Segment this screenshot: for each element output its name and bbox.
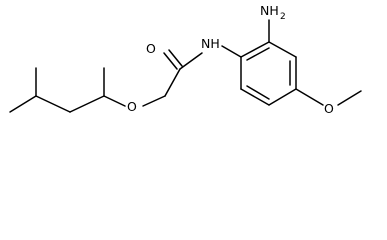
- bond-carbonyl-nitrogen: [179, 52, 203, 70]
- ring-double-bond-top: [246, 47, 270, 61]
- bond-carbonyl-double-b: [168, 49, 183, 67]
- ring-bond-2: [268, 41, 297, 58]
- ring-bond-4: [268, 88, 297, 106]
- bond-ch-oxygen: [103, 95, 126, 107]
- carbonyl-oxygen-label: O: [146, 41, 156, 56]
- ring-bond-5: [240, 88, 270, 106]
- benzene-ring: [240, 41, 297, 106]
- chemical-structure-diagram: O NH O O NH 2: [9, 3, 362, 116]
- amine-label: NH: [260, 3, 279, 18]
- bond-methoxy-methyl: [337, 90, 362, 106]
- amide-nitrogen-label: NH: [201, 36, 220, 51]
- amine-subscript-label: 2: [280, 12, 286, 22]
- bond-nitrogen-ring: [221, 45, 242, 58]
- ring-double-bond-bottom: [246, 85, 270, 100]
- bond-carbonyl-double-a: [163, 52, 178, 70]
- bond-methyl-left: [9, 95, 37, 113]
- bond-ch2-carbonyl: [164, 68, 181, 97]
- bond-ch2-ch: [69, 95, 105, 113]
- bond-oxygen-ch2: [142, 95, 166, 107]
- ether-oxygen-label: O: [127, 99, 137, 114]
- ring-bond-1: [240, 41, 270, 58]
- methoxy-oxygen-label: O: [324, 101, 334, 116]
- alkyl-chain-bonds: [9, 67, 126, 113]
- bond-ring-methoxy-oxygen: [295, 88, 324, 106]
- bond-isobutyl-ch2: [35, 95, 71, 113]
